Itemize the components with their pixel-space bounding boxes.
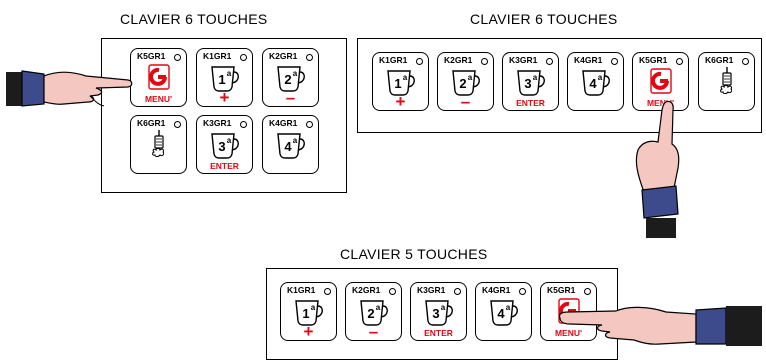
key-code-label: K4GR1	[269, 118, 297, 128]
cup-icon: 3 a	[513, 67, 549, 97]
key-k1gr1[interactable]: K1GR1 1 a +	[196, 48, 253, 107]
key-code-label: K1GR1	[287, 285, 315, 295]
key-code-label: K5GR1	[137, 51, 165, 61]
menu-icon	[643, 67, 679, 97]
key-code-label: K2GR1	[269, 51, 297, 61]
pointing-hand-icon-right	[556, 300, 766, 348]
menu-icon	[141, 63, 177, 93]
key-code-label: K5GR1	[639, 55, 667, 65]
key-code-label: K4GR1	[574, 55, 602, 65]
cup-number-label: 3	[432, 306, 439, 321]
cup-ordinal-label: a	[441, 303, 446, 312]
cup-number-label: 2	[367, 306, 374, 321]
cup-number-label: 1	[302, 306, 309, 321]
key-function-label: –	[438, 94, 493, 109]
key-function-label: MENU'	[131, 94, 186, 104]
key-k3gr1[interactable]: K3GR1 3 a ENTER	[196, 115, 253, 174]
led-indicator	[742, 58, 749, 65]
key-function-label: +	[197, 90, 252, 105]
key-k1gr1[interactable]: K1GR1 1 a +	[280, 282, 337, 341]
key-code-label: K1GR1	[203, 51, 231, 61]
cup-ordinal-label: a	[227, 136, 232, 145]
cup-icon: 4 a	[486, 297, 522, 327]
key-code-label: K6GR1	[705, 55, 733, 65]
key-k2gr1[interactable]: K2GR1 2 a –	[345, 282, 402, 341]
led-indicator	[174, 54, 181, 61]
key-function-label: ENTER	[411, 328, 466, 338]
cup-number-label: 3	[218, 139, 225, 154]
cup-number-label: 4	[497, 306, 505, 321]
cup-ordinal-label: a	[598, 73, 603, 82]
led-indicator	[519, 288, 526, 295]
led-indicator	[481, 58, 488, 65]
key-function-label: ENTER	[197, 161, 252, 171]
cup-ordinal-label: a	[227, 69, 232, 78]
key-code-label: K5GR1	[547, 285, 575, 295]
steam-wand-icon	[141, 130, 177, 160]
led-indicator	[306, 54, 313, 61]
key-code-label: K4GR1	[482, 285, 510, 295]
led-indicator	[584, 288, 591, 295]
key-code-label: K2GR1	[352, 285, 380, 295]
cup-ordinal-label: a	[311, 303, 316, 312]
cup-ordinal-label: a	[468, 73, 473, 82]
key-k2gr1[interactable]: K2GR1 2 a –	[437, 52, 494, 111]
key-code-label: K2GR1	[444, 55, 472, 65]
panel-a-title: CLAVIER 6 TOUCHES	[120, 11, 267, 27]
led-indicator	[240, 121, 247, 128]
key-k5gr1[interactable]: K5GR1 MENU'	[130, 48, 187, 107]
cup-ordinal-label: a	[533, 73, 538, 82]
cup-number-label: 3	[524, 76, 531, 91]
pointing-hand-icon-vertical	[622, 96, 682, 240]
led-indicator	[324, 288, 331, 295]
key-k4gr1[interactable]: K4GR1 4 a	[567, 52, 624, 111]
key-k3gr1[interactable]: K3GR1 3 a ENTER	[502, 52, 559, 111]
panel-c-title: CLAVIER 5 TOUCHES	[340, 246, 487, 262]
led-indicator	[454, 288, 461, 295]
cup-icon: 3 a	[421, 297, 457, 327]
key-function-label: –	[346, 324, 401, 339]
key-code-label: K3GR1	[509, 55, 537, 65]
key-function-label: ENTER	[503, 98, 558, 108]
cup-ordinal-label: a	[403, 73, 408, 82]
key-code-label: K3GR1	[417, 285, 445, 295]
key-k1gr1[interactable]: K1GR1 1 a +	[372, 52, 429, 111]
cup-number-label: 1	[218, 72, 225, 87]
led-indicator	[389, 288, 396, 295]
cup-icon: 3 a	[207, 130, 243, 160]
cup-ordinal-label: a	[376, 303, 381, 312]
led-indicator	[676, 58, 683, 65]
led-indicator	[611, 58, 618, 65]
cup-number-label: 4	[284, 139, 292, 154]
key-k3gr1[interactable]: K3GR1 3 a ENTER	[410, 282, 467, 341]
panel-b-title: CLAVIER 6 TOUCHES	[470, 11, 617, 27]
key-code-label: K3GR1	[203, 118, 231, 128]
key-code-label: K1GR1	[379, 55, 407, 65]
cup-number-label: 4	[589, 76, 597, 91]
led-indicator	[240, 54, 247, 61]
key-function-label: –	[263, 90, 318, 105]
cup-icon: 4 a	[273, 130, 309, 160]
led-indicator	[306, 121, 313, 128]
cup-number-label: 2	[459, 76, 466, 91]
cup-icon: 4 a	[578, 67, 614, 97]
key-k4gr1[interactable]: K4GR1 4 a	[262, 115, 319, 174]
led-indicator	[416, 58, 423, 65]
cup-number-label: 1	[394, 76, 401, 91]
cup-ordinal-label: a	[506, 303, 511, 312]
key-code-label: K6GR1	[137, 118, 165, 128]
steam-wand-icon	[709, 67, 745, 97]
key-k6gr1[interactable]: K6GR1	[130, 115, 187, 174]
key-k6gr1[interactable]: K6GR1	[698, 52, 755, 111]
key-function-label: +	[281, 324, 336, 339]
key-k2gr1[interactable]: K2GR1 2 a –	[262, 48, 319, 107]
key-function-label: +	[373, 94, 428, 109]
key-k4gr1[interactable]: K4GR1 4 a	[475, 282, 532, 341]
cup-ordinal-label: a	[293, 69, 298, 78]
cup-number-label: 2	[284, 72, 291, 87]
led-indicator	[174, 121, 181, 128]
led-indicator	[546, 58, 553, 65]
pointing-hand-icon-left	[4, 66, 134, 110]
cup-ordinal-label: a	[293, 136, 298, 145]
